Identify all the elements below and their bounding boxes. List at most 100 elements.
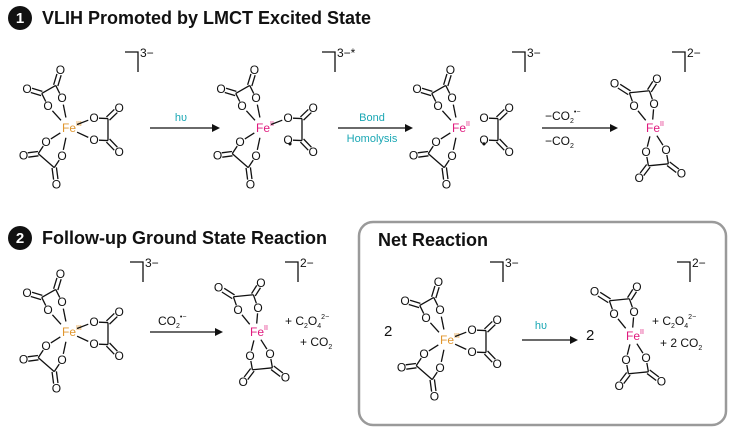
fe-o-bond (637, 110, 647, 121)
bond (37, 357, 55, 373)
oxygen-atom: O (309, 101, 318, 115)
oxygen-atom: O (19, 353, 28, 367)
double-bond (27, 150, 39, 154)
oxygen-atom: O (256, 276, 265, 290)
bond (609, 298, 630, 302)
oxygen-atom: O (610, 76, 619, 90)
double-bond (646, 81, 654, 90)
bond (629, 90, 650, 94)
fe-o-bond (646, 136, 651, 147)
oxygen-atom: O (265, 347, 274, 361)
oxygen-atom: O (447, 91, 456, 105)
oxygen-atom: O (56, 267, 65, 281)
oxygen-atom: O (41, 339, 50, 353)
oxygen-atom: O (629, 99, 638, 113)
double-bond (109, 342, 118, 352)
oxygen-atom: O (467, 345, 476, 359)
oxygen-atom: O (479, 111, 488, 125)
fe-o-bond (440, 132, 451, 140)
fe-o-bond (250, 340, 255, 351)
double-bond (53, 73, 58, 86)
bond (37, 153, 55, 169)
bond (231, 145, 238, 155)
fe-o-bond (76, 323, 89, 330)
double-bond (406, 367, 417, 370)
oxygen-atom: O (43, 99, 52, 113)
double-bond (495, 141, 505, 151)
double-bond (649, 369, 660, 378)
bracket-1 (125, 51, 139, 72)
double-bond (599, 291, 611, 300)
iron-ii-center: FeII (646, 121, 664, 135)
fe-o-bond (51, 110, 62, 121)
double-bond (245, 167, 249, 180)
oxygen-atom: O (56, 63, 65, 77)
bond (628, 298, 633, 308)
fe-o-bond (428, 344, 439, 352)
charge-2: 3−* (337, 46, 356, 60)
oxygen-atom: O (635, 171, 644, 185)
oxygen-atom: O (412, 82, 421, 96)
charge-3: 3− (527, 46, 541, 60)
oxygen-atom: O (430, 389, 439, 403)
fe-o-bond (256, 137, 261, 150)
oxygen-atom: O (431, 135, 440, 149)
double-bond (639, 164, 648, 174)
oxygen-atom: O (677, 167, 686, 181)
fe-o-bond (270, 119, 283, 126)
bond (233, 294, 254, 298)
bond (270, 358, 274, 368)
bond (626, 364, 630, 374)
fe-o-bond (617, 318, 627, 329)
step-1-number: 1 (16, 10, 24, 27)
fe-o-bond (76, 119, 89, 126)
oxygen-atom: O (632, 280, 641, 294)
oxygen-atom: O (250, 63, 259, 77)
oxygen-atom: O (467, 323, 476, 337)
bond (628, 371, 649, 375)
double-bond (499, 112, 508, 121)
double-bond (251, 75, 256, 87)
oxygen-atom: O (505, 145, 514, 159)
bond (249, 85, 255, 94)
fe-o-bond (429, 322, 440, 333)
oxygen-atom: O (657, 375, 666, 389)
oxygen-atom: O (89, 133, 98, 147)
step-2-badge (8, 226, 32, 250)
fe-o-bond (256, 313, 259, 324)
homolysis-label: Homolysis (347, 133, 398, 145)
fe-o-bond (260, 339, 268, 350)
bond (608, 300, 613, 310)
oxygen-atom: O (251, 91, 260, 105)
oxygen-atom: O (214, 280, 223, 294)
double-bond (53, 277, 58, 290)
bond (431, 93, 437, 102)
oxygen-atom: O (283, 111, 292, 125)
fe-o-bond (256, 104, 261, 118)
double-bond (299, 141, 309, 151)
oxygen-atom: O (246, 177, 255, 191)
oxygen-atom: O (433, 99, 442, 113)
double-bond (597, 295, 609, 304)
bond (252, 294, 257, 304)
double-bond (420, 91, 432, 97)
oxygen-atom: O (22, 286, 31, 300)
oxygen-atom: O (629, 305, 638, 319)
oxygen-atom: O (434, 275, 443, 289)
iron-ii-center: FeII (452, 121, 470, 135)
oxygen-atom: O (435, 303, 444, 317)
bond (666, 154, 670, 164)
double-bond (270, 369, 281, 378)
double-bond (28, 359, 39, 362)
fe-o-bond (62, 137, 67, 150)
double-bond (250, 285, 258, 294)
oxygen-atom: O (43, 303, 52, 317)
net-reaction-title: Net Reaction (378, 230, 488, 250)
net-reaction-box (357, 220, 728, 427)
double-bond (443, 73, 448, 86)
step-2-number: 2 (16, 230, 24, 247)
double-bond (650, 83, 658, 93)
oxygen-atom: O (447, 149, 456, 163)
double-bond (435, 287, 440, 299)
oxygen-atom: O (641, 145, 650, 159)
